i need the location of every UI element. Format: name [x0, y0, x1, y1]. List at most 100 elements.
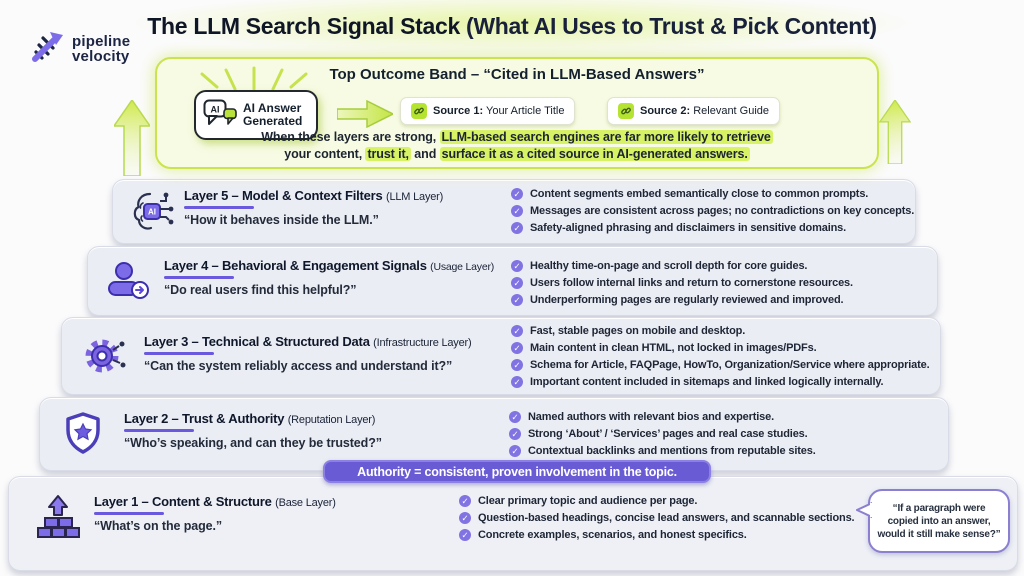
up-arrow-icon-right — [878, 98, 912, 169]
list-item: ✓Fast, stable pages on mobile and deskto… — [511, 323, 930, 340]
list-item: ✓Messages are consistent across pages; n… — [511, 203, 914, 220]
layer-subtitle: (Reputation Layer) — [287, 414, 376, 426]
layer-2-band: Layer 2 – Trust & Authority (Reputation … — [39, 397, 949, 471]
list-item: ✓Named authors with relevant bios and ex… — [509, 409, 816, 426]
accent-underline — [124, 429, 194, 432]
page-title-rest: (What AI Uses to Trust & Pick Content) — [459, 13, 877, 39]
list-item: ✓Question-based headings, concise lead a… — [459, 510, 855, 527]
accent-underline — [144, 352, 214, 355]
right-arrow-icon — [336, 99, 395, 133]
link-icon — [618, 103, 634, 119]
check-icon: ✓ — [509, 445, 521, 457]
layer-4-text: Layer 4 – Behavioral & Engagement Signal… — [164, 258, 494, 297]
layer-2-bullets: ✓Named authors with relevant bios and ex… — [509, 409, 816, 460]
layer-quote: “How it behaves inside the LLM.” — [184, 213, 379, 227]
layer-quote: “Can the system reliably access and unde… — [144, 359, 453, 373]
check-icon: ✓ — [459, 529, 471, 541]
pipeline-logo-icon — [26, 26, 66, 71]
page-title: The LLM Search Signal Stack (What AI Use… — [0, 13, 1024, 40]
bricks-structure-icon — [35, 494, 81, 547]
gear-circuit-icon — [82, 334, 128, 383]
layer-1-band: Layer 1 – Content & Structure (Base Laye… — [8, 476, 1018, 571]
layer-quote: “Who’s speaking, and can they be trusted… — [124, 436, 382, 450]
accent-underline — [164, 276, 234, 279]
layer-quote: “What’s on the page.” — [94, 519, 222, 533]
up-arrow-icon-left — [112, 98, 152, 181]
check-icon: ✓ — [511, 294, 523, 306]
list-item: ✓Users follow internal links and return … — [511, 275, 853, 292]
layer-2-text: Layer 2 – Trust & Authority (Reputation … — [124, 411, 382, 450]
layer-subtitle: (LLM Layer) — [386, 191, 444, 203]
callout-bubble: “If a paragraph were copied into an answ… — [854, 489, 1010, 553]
accent-underline — [94, 512, 164, 515]
outcome-band-title: Top Outcome Band – “Cited in LLM-Based A… — [329, 66, 705, 83]
list-item: ✓Schema for Article, FAQPage, HowTo, Org… — [511, 357, 930, 374]
list-item: ✓Safety-aligned phrasing and disclaimers… — [511, 220, 914, 237]
ai-bubble-icon: AI — [203, 98, 237, 133]
starburst-rays-icon — [189, 65, 319, 96]
list-item: ✓Underperforming pages are regularly rev… — [511, 292, 853, 309]
layer-title: Layer 2 – Trust & Authority — [124, 411, 285, 426]
layer-3-bullets: ✓Fast, stable pages on mobile and deskto… — [511, 323, 930, 391]
brain-ai-icon: AI — [129, 189, 175, 240]
layer-5-band: AI Layer 5 – Model & Context Filters (LL… — [112, 179, 916, 244]
outcome-band-caption: When these layers are strong, LLM-based … — [157, 129, 877, 162]
check-icon: ✓ — [511, 342, 523, 354]
layer-5-text: Layer 5 – Model & Context Filters (LLM L… — [184, 188, 443, 227]
source-2-chip: Source 2: Relevant Guide — [607, 97, 781, 125]
caption-highlight: trust it, — [365, 146, 411, 161]
authority-banner: Authority = consistent, proven involveme… — [323, 460, 711, 483]
list-item: ✓Clear primary topic and audience per pa… — [459, 493, 854, 510]
layer-quote: “Do real users find this helpful?” — [164, 283, 357, 297]
check-icon: ✓ — [511, 260, 523, 272]
list-item: ✓Content segments embed semantically clo… — [511, 186, 914, 203]
layer-subtitle: (Usage Layer) — [430, 261, 495, 273]
caption-plain: When these layers are strong, — [261, 130, 440, 144]
layer-title: Layer 3 – Technical & Structured Data — [144, 334, 370, 349]
caption-highlight: surface it as a cited source in AI-gener… — [439, 146, 750, 161]
layer-subtitle: (Base Layer) — [275, 497, 336, 509]
list-item: ✓Healthy time-on-page and scroll depth f… — [511, 258, 853, 275]
list-item: ✓Strong ‘About’ / ‘Services’ pages and r… — [509, 426, 816, 443]
layer-subtitle: (Infrastructure Layer) — [373, 337, 472, 349]
link-icon — [411, 103, 427, 119]
source-2-label: Source 2: — [640, 105, 691, 117]
callout-bubble-text: “If a paragraph were copied into an answ… — [877, 502, 1001, 540]
speech-tail-icon — [854, 500, 873, 524]
list-item: ✓Main content in clean HTML, not locked … — [511, 340, 930, 357]
shield-star-icon — [62, 411, 104, 460]
check-icon: ✓ — [511, 325, 523, 337]
layer-title: Layer 1 – Content & Structure — [94, 494, 272, 509]
ai-answer-generated-box: AI AI Answer Generated — [194, 90, 318, 140]
ai-chip-text: AI — [148, 208, 156, 217]
layer-3-text: Layer 3 – Technical & Structured Data (I… — [144, 334, 472, 373]
check-icon: ✓ — [509, 428, 521, 440]
layer-title: Layer 5 – Model & Context Filters — [184, 188, 383, 203]
check-icon: ✓ — [459, 495, 471, 507]
layer-4-band: Layer 4 – Behavioral & Engagement Signal… — [87, 246, 938, 316]
check-icon: ✓ — [459, 512, 471, 524]
title-glow — [130, 0, 910, 54]
check-icon: ✓ — [511, 359, 523, 371]
top-outcome-band: Top Outcome Band – “Cited in LLM-Based A… — [155, 57, 879, 169]
check-icon: ✓ — [511, 376, 523, 388]
list-item: ✓Concrete examples, scenarios, and hones… — [459, 527, 854, 544]
caption-plain: your content, — [284, 146, 366, 161]
layer-title: Layer 4 – Behavioral & Engagement Signal… — [164, 258, 427, 273]
caption-plain: and — [410, 146, 440, 161]
page-title-bold: The LLM Search Signal Stack — [147, 13, 460, 39]
layer-1-bullets: ✓Clear primary topic and audience per pa… — [459, 493, 855, 544]
caption-highlight: LLM-based search engines are far more li… — [439, 130, 773, 144]
list-item: ✓Important content included in sitemaps … — [511, 374, 930, 391]
source-1-label: Source 1: — [433, 105, 484, 117]
layer-5-bullets: ✓Content segments embed semantically clo… — [511, 186, 914, 237]
check-icon: ✓ — [509, 411, 521, 423]
layer-1-text: Layer 1 – Content & Structure (Base Laye… — [94, 494, 336, 533]
check-icon: ✓ — [511, 188, 523, 200]
source-1-chip: Source 1: Your Article Title — [400, 97, 576, 125]
list-item: ✓Contextual backlinks and mentions from … — [509, 443, 816, 460]
ai-box-label: AI Answer Generated — [243, 101, 303, 128]
layer-4-bullets: ✓Healthy time-on-page and scroll depth f… — [511, 258, 853, 309]
accent-underline — [184, 206, 254, 209]
